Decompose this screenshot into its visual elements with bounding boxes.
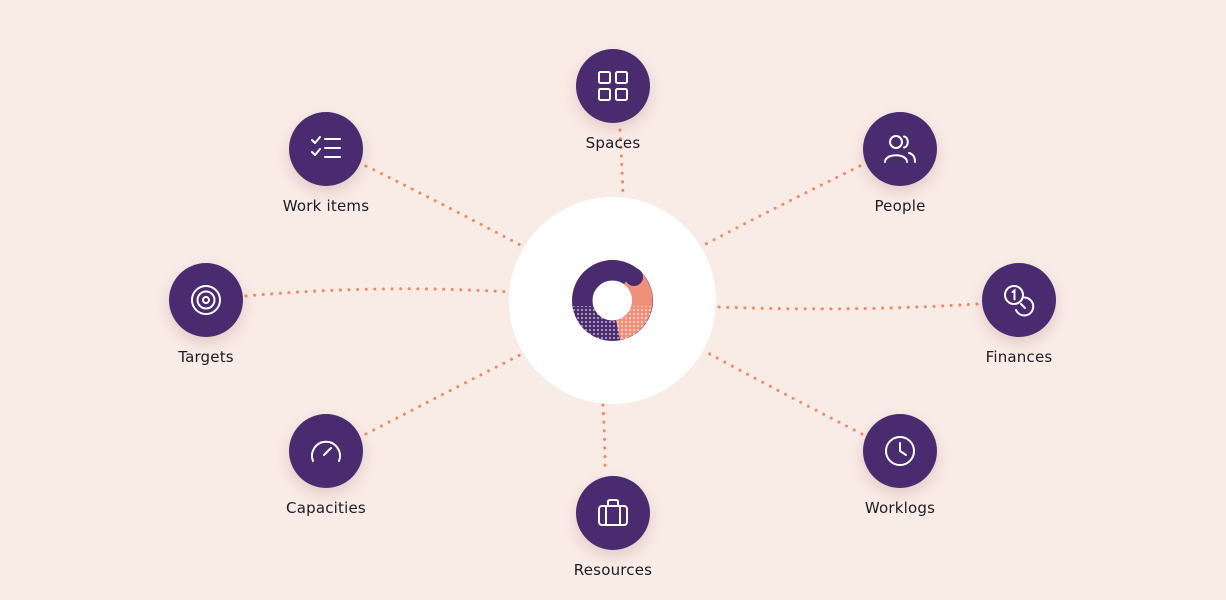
connector-worklogs	[704, 350, 864, 436]
logo-ring-icon	[572, 260, 653, 341]
capacities-button[interactable]	[289, 414, 363, 488]
node-spaces[interactable]: Spaces	[553, 49, 673, 159]
hub-circle	[509, 197, 716, 404]
node-resources[interactable]: Resources	[553, 476, 673, 586]
node-finances[interactable]: Finances	[959, 263, 1079, 373]
node-label-work-items: Work items	[282, 197, 370, 215]
finances-button[interactable]	[982, 263, 1056, 337]
node-targets[interactable]: Targets	[146, 263, 266, 373]
node-label-capacities: Capacities	[286, 499, 366, 517]
gauge-icon	[311, 440, 341, 462]
node-label-targets: Targets	[178, 348, 234, 366]
users-icon	[884, 135, 916, 163]
people-button[interactable]	[863, 112, 937, 186]
resources-button[interactable]	[576, 476, 650, 550]
connector-work-items	[364, 164, 524, 248]
worklogs-button[interactable]	[863, 414, 937, 488]
node-capacities[interactable]: Capacities	[266, 414, 386, 524]
connector-capacities	[364, 352, 524, 436]
node-label-people: People	[874, 197, 926, 215]
connector-spaces	[618, 128, 625, 198]
connector-finances	[716, 302, 979, 311]
briefcase-icon	[598, 499, 628, 526]
node-worklogs[interactable]: Worklogs	[840, 414, 960, 524]
node-label-worklogs: Worklogs	[864, 499, 936, 517]
checklist-icon	[311, 136, 341, 158]
coins-icon	[1004, 285, 1035, 317]
clock-icon	[885, 436, 915, 466]
node-label-resources: Resources	[573, 561, 653, 579]
spaces-button[interactable]	[576, 49, 650, 123]
node-label-spaces: Spaces	[585, 134, 641, 152]
target-icon	[191, 285, 221, 315]
node-label-finances: Finances	[985, 348, 1053, 366]
connector-targets	[244, 287, 512, 298]
work-items-button[interactable]	[289, 112, 363, 186]
node-work-items[interactable]: Work items	[266, 112, 386, 222]
targets-button[interactable]	[169, 263, 243, 337]
connector-resources	[601, 403, 607, 472]
node-people[interactable]: People	[840, 112, 960, 222]
grid-icon	[598, 71, 628, 101]
